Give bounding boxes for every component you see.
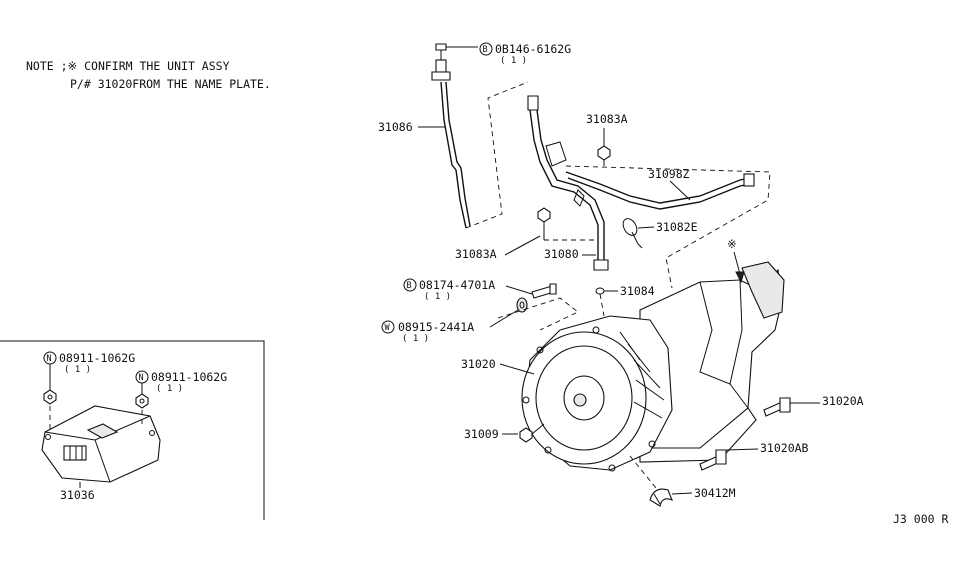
- bolt-0b146-qty: ( 1 ): [500, 56, 527, 66]
- diagram-code: J3 000 R: [893, 512, 948, 526]
- nut-right-icon: N: [135, 370, 149, 409]
- nut-left-qty: ( 1 ): [64, 365, 91, 375]
- clip-31082e-icon: [622, 218, 643, 249]
- bolt-08174-part-number: 08174-4701A: [419, 278, 495, 292]
- bolt-08174-qty: ( 1 ): [424, 292, 451, 302]
- bolt-31083a-top-label: 31083A: [586, 112, 628, 126]
- control-unit-inset: N 08911-1062G ( 1 ) N 08911-1062G ( 1 ): [0, 340, 265, 520]
- bracket-30412m-label: 30412M: [694, 486, 736, 500]
- washer-08915-qty: ( 1 ): [402, 334, 429, 344]
- bolt-31083a-left-label: 31083A: [455, 247, 497, 261]
- svg-text:B: B: [483, 45, 488, 55]
- cooler-tube-31098z-icon: [565, 171, 755, 210]
- svg-text:N: N: [47, 354, 52, 364]
- svg-text:N: N: [139, 373, 144, 383]
- bolt-31020ab-icon: [699, 449, 727, 471]
- bolt-31020a-label: 31020A: [822, 394, 864, 408]
- bracket-30412m-icon: [649, 488, 673, 507]
- bolt-31020ab-label: 31020AB: [760, 441, 809, 455]
- oring-31084-icon: [595, 287, 605, 295]
- bolt-31083a-top-icon: [597, 128, 611, 166]
- nut-left-part-number: 08911-1062G: [59, 351, 135, 365]
- svg-text:B: B: [407, 281, 412, 291]
- control-unit-label: 31036: [60, 488, 95, 502]
- bolt-31009-label: 31009: [464, 427, 499, 441]
- filler-tube-label: 31080: [544, 247, 579, 261]
- cooler-tube-label: 31098Z: [648, 167, 690, 181]
- bolt-31020a-icon: [763, 397, 791, 417]
- note-line-2: P/# 31020FROM THE NAME PLATE.: [70, 77, 271, 91]
- dipstick-label: 31086: [378, 120, 413, 134]
- control-unit-icon: [41, 405, 161, 488]
- bolt-31083a-left-icon: [537, 207, 551, 240]
- note-line-1: NOTE ;※ CONFIRM THE UNIT ASSY: [26, 59, 230, 73]
- svg-text:W: W: [385, 323, 391, 333]
- bolt-0b146-part-number: 0B146-6162G: [495, 42, 571, 56]
- transmission-icon: [521, 261, 785, 472]
- oring-31084-label: 31084: [620, 284, 655, 298]
- clip-31082e-label: 31082E: [656, 220, 698, 234]
- filler-tube-icon: [527, 95, 609, 271]
- bolt-08174-icon: B: [403, 278, 557, 299]
- bolt-31009-icon: [519, 423, 545, 443]
- nut-right-part-number: 08911-1062G: [151, 370, 227, 384]
- asterisk-mark: ※: [727, 237, 737, 251]
- washer-08915-part-number: 08915-2441A: [398, 320, 474, 334]
- washer-08915-icon: W: [381, 297, 528, 334]
- nut-left-icon: N: [43, 351, 57, 405]
- bolt-0b146-icon: B: [435, 42, 493, 60]
- nut-right-qty: ( 1 ): [156, 384, 183, 394]
- transmission-label: 31020: [461, 357, 496, 371]
- dipstick-icon: [431, 59, 471, 229]
